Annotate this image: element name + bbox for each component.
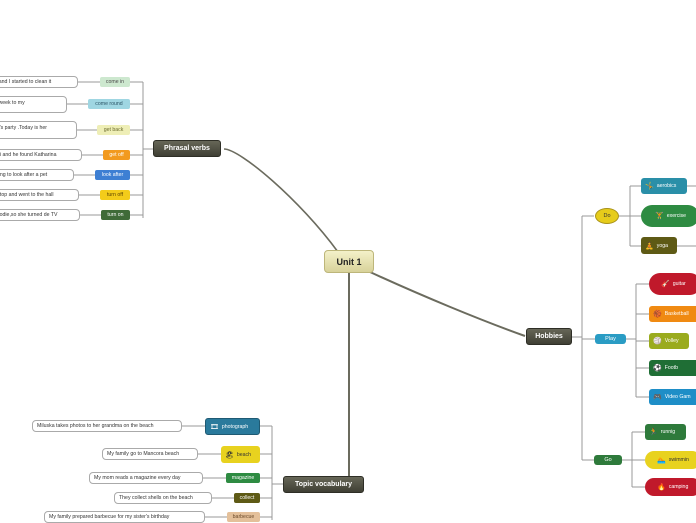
word-beach-label: beach bbox=[236, 451, 252, 458]
item-running-label: runnig bbox=[660, 429, 676, 435]
tag-get-off[interactable]: get off bbox=[103, 150, 130, 160]
football-icon: ⚽ bbox=[653, 365, 662, 372]
note-turn-off[interactable]: laptop and went to the hall bbox=[0, 189, 79, 201]
item-volley[interactable]: 🏐 Volley bbox=[649, 333, 689, 349]
item-basketball[interactable]: 🏀 Basketball bbox=[649, 306, 696, 322]
swimming-icon: 🏊 bbox=[657, 457, 666, 464]
word-magazine[interactable]: magazine bbox=[226, 473, 260, 483]
beach-icon: 🏖 bbox=[225, 451, 234, 459]
item-football-label: Footb bbox=[664, 365, 678, 371]
item-exercise-label: exercise bbox=[666, 213, 687, 219]
volleyball-icon: 🏐 bbox=[653, 338, 662, 345]
note-turn-on[interactable]: pisodie,so she turned de TV bbox=[0, 209, 80, 221]
item-running[interactable]: 🏃 runnig bbox=[645, 424, 686, 440]
tag-look-after[interactable]: look after bbox=[95, 170, 130, 180]
item-aerobics-label: aerobics bbox=[656, 183, 677, 189]
item-swimming[interactable]: 🏊 swimmin bbox=[645, 451, 696, 469]
word-photograph-label: photograph bbox=[221, 423, 249, 430]
photo-icon: 🎞 bbox=[210, 423, 219, 431]
exercise-icon: 🏋 bbox=[655, 213, 664, 220]
note-photograph[interactable]: Miluska takes photos to her grandma on t… bbox=[32, 420, 182, 432]
group-go[interactable]: Go bbox=[594, 455, 622, 465]
tag-turn-on[interactable]: turn on bbox=[101, 210, 130, 220]
note-magazine[interactable]: My mom reads a magazine every day bbox=[89, 472, 203, 484]
hobbies-branch-lines bbox=[572, 185, 696, 488]
note-collect[interactable]: They collect shells on the beach bbox=[114, 492, 212, 504]
item-aerobics[interactable]: 🤸 aerobics bbox=[641, 178, 687, 194]
item-yoga[interactable]: 🧘 yoga bbox=[641, 237, 677, 254]
item-volley-label: Volley bbox=[664, 338, 679, 344]
topic-vocabulary-topic[interactable]: Topic vocabulary bbox=[283, 476, 364, 493]
aerobics-icon: 🤸 bbox=[645, 183, 654, 190]
word-barbecue[interactable]: barbecue bbox=[227, 512, 260, 522]
running-icon: 🏃 bbox=[649, 429, 658, 436]
item-video-games[interactable]: 🎮 Video Gam bbox=[649, 389, 696, 405]
group-play[interactable]: Play bbox=[595, 334, 626, 344]
group-do[interactable]: Do bbox=[595, 208, 619, 224]
tag-turn-off[interactable]: turn off bbox=[100, 190, 130, 200]
word-collect[interactable]: collect bbox=[234, 493, 260, 503]
line-central-phrasal bbox=[223, 148, 339, 253]
line-central-hobbies bbox=[369, 271, 526, 337]
word-photograph[interactable]: 🎞 photograph bbox=[205, 418, 260, 435]
item-guitar[interactable]: 🎸 guitar bbox=[649, 273, 696, 295]
topic-branch-lines bbox=[182, 425, 283, 520]
note-come-in[interactable]: m and I started to clean it bbox=[0, 76, 78, 88]
tag-come-round[interactable]: come round bbox=[88, 99, 130, 109]
item-yoga-label: yoga bbox=[656, 242, 668, 249]
gamepad-icon: 🎮 bbox=[653, 394, 662, 401]
note-barbecue[interactable]: My family prepared barbecue for my siste… bbox=[44, 511, 205, 523]
item-camping[interactable]: 🔥 camping bbox=[645, 478, 696, 496]
note-get-off[interactable]: taxi and he found Katharina bbox=[0, 149, 82, 161]
campfire-icon: 🔥 bbox=[657, 484, 666, 491]
item-exercise[interactable]: 🏋 exercise bbox=[641, 205, 696, 227]
item-video-games-label: Video Gam bbox=[664, 394, 691, 400]
note-beach[interactable]: My family go to Mancora beach bbox=[102, 448, 198, 460]
item-basketball-label: Basketball bbox=[664, 311, 689, 317]
central-topic[interactable]: Unit 1 bbox=[324, 250, 374, 273]
note-get-back[interactable]: cia's party .Today is her bbox=[0, 121, 77, 139]
tag-come-in[interactable]: come in bbox=[100, 77, 130, 87]
word-beach[interactable]: 🏖 beach bbox=[221, 446, 260, 463]
note-look-after[interactable]: going to look after a pet bbox=[0, 169, 74, 181]
yoga-icon: 🧘 bbox=[645, 242, 654, 250]
phrasal-verbs-topic[interactable]: Phrasal verbs bbox=[153, 140, 221, 157]
guitar-icon: 🎸 bbox=[661, 281, 670, 288]
tag-get-back[interactable]: get back bbox=[97, 125, 130, 135]
item-guitar-label: guitar bbox=[672, 281, 686, 287]
phrasal-branch-lines bbox=[67, 81, 153, 218]
item-camping-label: camping bbox=[668, 484, 689, 490]
hobbies-topic[interactable]: Hobbies bbox=[526, 328, 572, 345]
note-come-round[interactable]: st week to my bbox=[0, 96, 67, 113]
item-football[interactable]: ⚽ Footb bbox=[649, 360, 696, 376]
basketball-icon: 🏀 bbox=[653, 311, 662, 318]
item-swimming-label: swimmin bbox=[668, 457, 689, 463]
